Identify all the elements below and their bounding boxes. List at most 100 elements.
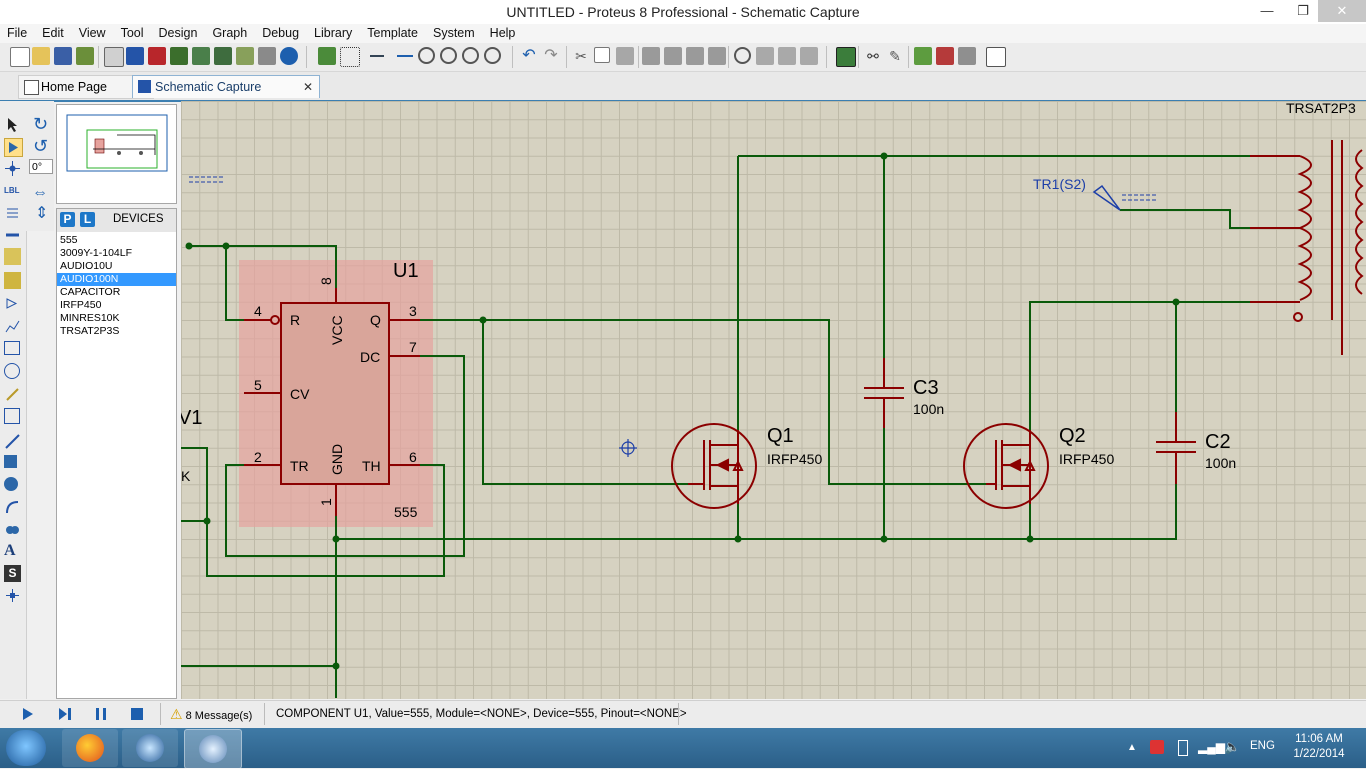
network-icon[interactable]: ▂▄▆ (1198, 740, 1225, 754)
help-icon[interactable] (280, 47, 298, 65)
circle-icon[interactable] (4, 477, 18, 491)
schematic-canvas[interactable]: U1 555 4 8 3 7 5 2 6 1 R VCC Q DC CV TR … (181, 101, 1366, 699)
rotate-cw-icon[interactable]: ↻ (33, 114, 49, 134)
block-delete-icon[interactable] (708, 47, 726, 65)
virtual-instruments-icon[interactable] (4, 408, 20, 424)
minimize-button[interactable]: — (1260, 3, 1274, 18)
decompose-icon[interactable] (800, 47, 818, 65)
gerber-icon[interactable] (170, 47, 188, 65)
text-icon[interactable]: A (4, 542, 16, 559)
pick-parts-icon[interactable] (734, 47, 751, 64)
device-item[interactable]: MINRES10K (60, 312, 120, 324)
design-explorer-icon[interactable] (258, 47, 276, 65)
arc-icon[interactable] (4, 499, 21, 516)
menu-graph[interactable]: Graph (212, 26, 248, 40)
make-device-icon[interactable] (756, 47, 774, 65)
box-icon[interactable] (4, 455, 17, 468)
zoom-out-icon[interactable] (440, 47, 457, 64)
new-sheet-icon[interactable] (914, 47, 932, 65)
path-icon[interactable] (4, 521, 21, 538)
block-rotate-icon[interactable] (686, 47, 704, 65)
open-folder-icon[interactable] (32, 47, 50, 65)
schematic-icon[interactable] (126, 47, 144, 65)
menu-debug[interactable]: Debug (262, 26, 300, 40)
menu-library[interactable]: Library (314, 26, 353, 40)
import-icon[interactable] (76, 47, 94, 65)
new-file-icon[interactable] (10, 47, 30, 67)
graph-icon[interactable] (4, 318, 21, 335)
rotation-angle-field[interactable]: 0° (29, 159, 53, 174)
menu-edit[interactable]: Edit (42, 26, 64, 40)
menu-system[interactable]: System (432, 26, 475, 40)
component-mode-icon[interactable] (4, 138, 23, 157)
tab-schematic-capture[interactable]: Schematic Capture ✕ (132, 75, 320, 98)
zoom-in-icon[interactable] (418, 47, 435, 64)
close-tab-icon[interactable]: ✕ (302, 80, 313, 94)
language-indicator[interactable]: ENG (1250, 740, 1275, 752)
source-code-icon[interactable] (236, 47, 254, 65)
mirror-y-icon[interactable]: ⇕ (35, 205, 49, 222)
search-tag-icon[interactable]: ⚯ (867, 48, 879, 64)
property-tool-icon[interactable]: ✎ (889, 48, 901, 64)
cut-icon[interactable]: ✂ (575, 48, 587, 64)
menu-view[interactable]: View (78, 26, 106, 40)
tape-recorder-icon[interactable] (4, 341, 20, 355)
battery-icon[interactable] (1178, 740, 1188, 756)
paste-icon[interactable] (616, 47, 634, 65)
messages-indicator[interactable]: ⚠ 8 Message(s) (170, 702, 252, 726)
taskbar-proteus[interactable] (184, 729, 242, 769)
volume-icon[interactable]: 🔈 (1224, 739, 1241, 754)
play-icon[interactable] (21, 707, 35, 721)
electrical-rule-check-icon[interactable] (986, 47, 1006, 67)
taskbar-app[interactable] (122, 729, 178, 767)
remove-sheet-icon[interactable] (936, 47, 954, 65)
packaging-tool-icon[interactable] (778, 47, 796, 65)
refresh-icon[interactable] (318, 47, 336, 65)
generator-icon[interactable] (4, 363, 20, 379)
menu-tool[interactable]: Tool (120, 26, 144, 40)
step-icon[interactable] (58, 707, 72, 721)
pause-icon[interactable] (94, 707, 108, 721)
subcircuit-icon[interactable] (4, 248, 21, 265)
3d-view-icon[interactable] (192, 47, 210, 65)
line-icon[interactable] (4, 433, 21, 450)
library-manager-button[interactable]: L (80, 212, 95, 227)
symbol-icon[interactable]: S (4, 565, 21, 582)
grid-toggle-icon[interactable] (340, 47, 360, 67)
start-button-icon[interactable] (6, 730, 46, 766)
junction-dot-icon[interactable] (4, 160, 21, 177)
device-item[interactable]: IRFP450 (60, 299, 102, 311)
menu-template[interactable]: Template (367, 26, 418, 40)
block-move-icon[interactable] (664, 47, 682, 65)
buses-icon[interactable] (4, 226, 21, 243)
marker-icon[interactable] (4, 587, 21, 604)
undo-icon[interactable]: ↶ (522, 47, 536, 64)
terminals-icon[interactable] (4, 272, 21, 289)
menu-design[interactable]: Design (158, 26, 198, 40)
device-item-selected[interactable]: AUDIO100N (57, 273, 176, 286)
device-item[interactable]: AUDIO10U (60, 260, 113, 272)
save-icon[interactable] (54, 47, 72, 65)
zoom-all-icon[interactable] (462, 47, 479, 64)
action-center-icon[interactable] (1150, 740, 1164, 754)
device-item[interactable]: 555 (60, 234, 78, 246)
pcb-icon[interactable] (148, 47, 166, 65)
home-icon[interactable] (104, 47, 124, 67)
wire-label-icon[interactable]: LBL (4, 186, 20, 195)
block-copy-icon[interactable] (642, 47, 660, 65)
rotate-ccw-icon[interactable]: ↺ (33, 136, 49, 156)
taskbar-firefox[interactable] (62, 729, 118, 767)
zoom-area-icon[interactable] (484, 47, 501, 64)
mirror-x-icon[interactable]: ⇔ (32, 184, 48, 201)
clock[interactable]: 11:06 AM 1/22/2014 (1284, 732, 1354, 762)
menu-file[interactable]: File (7, 26, 28, 40)
selection-mode-icon[interactable] (4, 116, 21, 133)
restore-button[interactable]: ❐ (1297, 3, 1309, 18)
text-script-icon[interactable] (4, 204, 21, 221)
device-item[interactable]: CAPACITOR (60, 286, 121, 298)
pick-devices-button[interactable]: P (60, 212, 75, 227)
bom-icon[interactable] (214, 47, 232, 65)
origin-icon[interactable] (368, 47, 386, 65)
show-hidden-icons[interactable]: ▲ (1127, 742, 1137, 753)
tab-home-page[interactable]: Home Page ✕ (18, 75, 154, 99)
